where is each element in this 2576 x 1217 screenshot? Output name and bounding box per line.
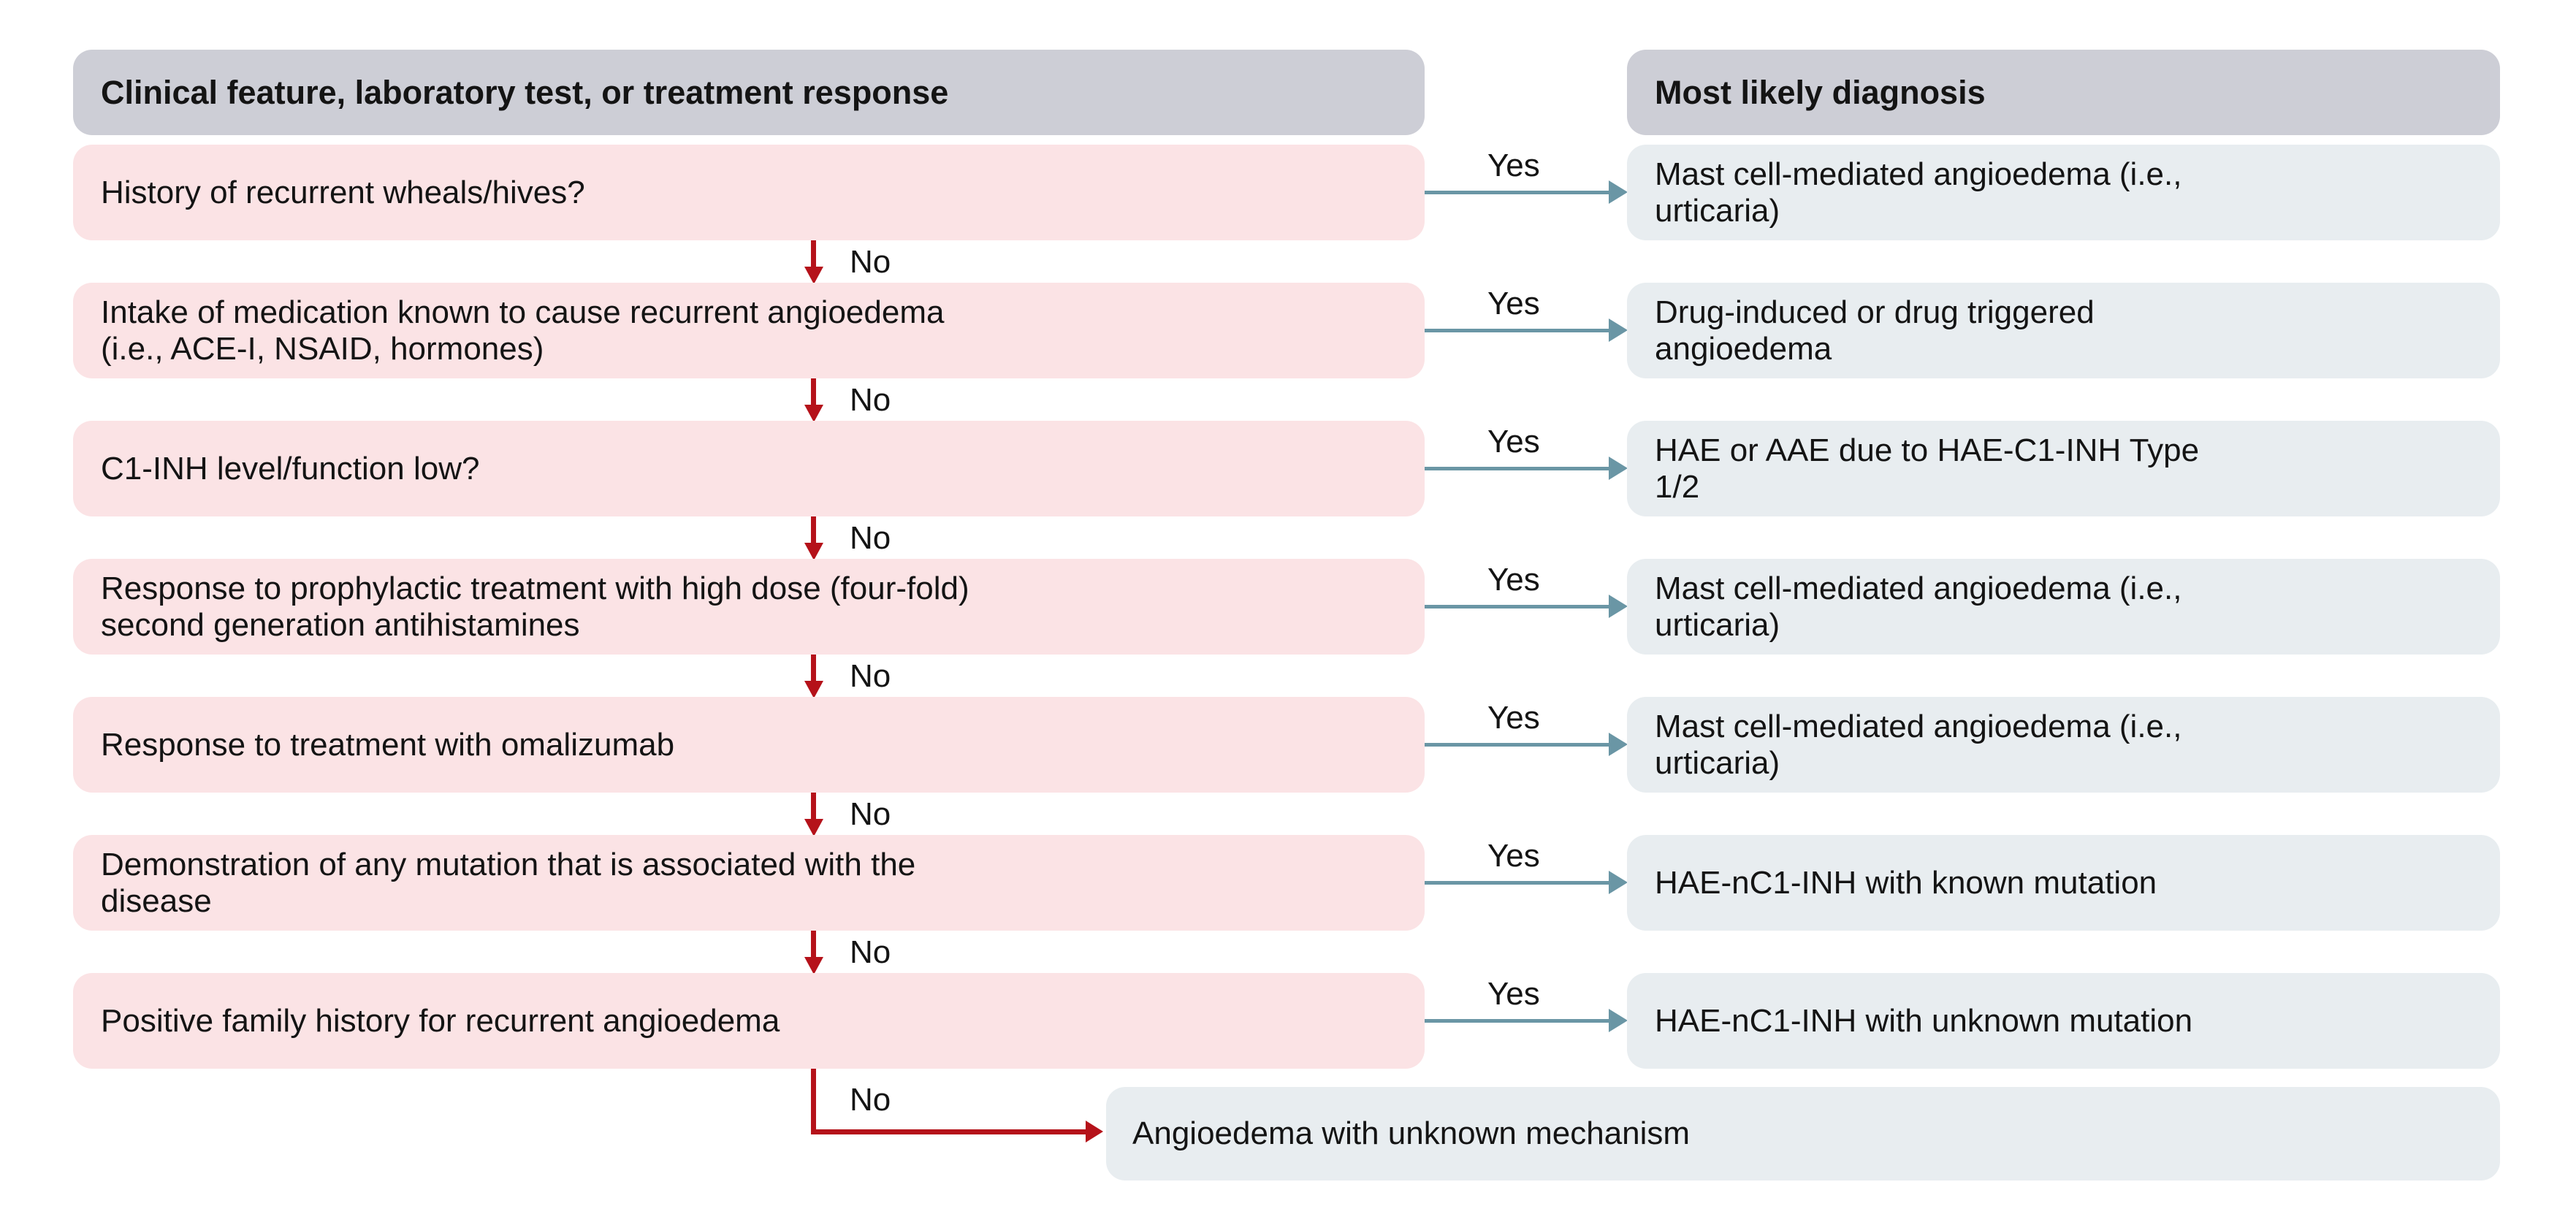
no-arrow-2 <box>811 378 816 405</box>
no-arrowhead-4 <box>804 681 823 698</box>
yes-arrowhead-4 <box>1609 595 1628 618</box>
yes-label-2: Yes <box>1487 286 1540 321</box>
yes-label-7: Yes <box>1487 976 1540 1012</box>
yes-arrowhead-2 <box>1609 318 1628 342</box>
feature-box-1: History of recurrent wheals/hives? <box>73 145 1425 240</box>
no-arrow-5 <box>811 793 816 819</box>
yes-label-5: Yes <box>1487 700 1540 736</box>
no-arrow-4 <box>811 655 816 681</box>
yes-arrowhead-6 <box>1609 871 1628 894</box>
diagnosis-box-5: Mast cell-mediated angioedema (i.e., urt… <box>1627 697 2500 793</box>
feature-box-6: Demonstration of any mutation that is as… <box>73 835 1425 931</box>
feature-box-7: Positive family history for recurrent an… <box>73 973 1425 1069</box>
no-label-4: No <box>850 658 891 694</box>
feature-box-5: Response to treatment with omalizumab <box>73 697 1425 793</box>
feature-box-2: Intake of medication known to cause recu… <box>73 283 1425 378</box>
feature-box-3: C1-INH level/function low? <box>73 421 1425 516</box>
column-header-diagnosis: Most likely diagnosis <box>1627 50 2500 135</box>
yes-label-3: Yes <box>1487 424 1540 459</box>
diagnosis-box-4: Mast cell-mediated angioedema (i.e., urt… <box>1627 559 2500 655</box>
no-arrowhead-6 <box>804 957 823 974</box>
yes-arrow-1 <box>1425 191 1609 194</box>
final-no-label: No <box>850 1082 891 1118</box>
final-diagnosis-box: Angioedema with unknown mechanism <box>1106 1087 2500 1180</box>
diagnosis-box-3: HAE or AAE due to HAE-C1-INH Type 1/2 <box>1627 421 2500 516</box>
yes-label-1: Yes <box>1487 148 1540 183</box>
no-arrowhead-3 <box>804 543 823 560</box>
no-label-6: No <box>850 934 891 970</box>
no-arrowhead-5 <box>804 819 823 836</box>
no-arrowhead-1 <box>804 267 823 284</box>
no-label-2: No <box>850 382 891 418</box>
yes-arrow-7 <box>1425 1019 1609 1023</box>
no-arrow-1 <box>811 240 816 267</box>
no-arrowhead-2 <box>804 405 823 422</box>
yes-arrowhead-3 <box>1609 457 1628 480</box>
feature-box-4: Response to prophylactic treatment with … <box>73 559 1425 655</box>
diagnosis-box-7: HAE-nC1-INH with unknown mutation <box>1627 973 2500 1069</box>
diagnosis-box-1: Mast cell-mediated angioedema (i.e., urt… <box>1627 145 2500 240</box>
yes-arrow-5 <box>1425 743 1609 747</box>
yes-arrowhead-7 <box>1609 1009 1628 1032</box>
yes-arrowhead-1 <box>1609 180 1628 204</box>
no-arrow-3 <box>811 516 816 543</box>
yes-arrow-6 <box>1425 881 1609 885</box>
yes-label-4: Yes <box>1487 562 1540 598</box>
yes-arrow-4 <box>1425 605 1609 608</box>
final-no-arrow-vertical <box>811 1069 816 1132</box>
yes-arrow-3 <box>1425 467 1609 470</box>
final-no-arrowhead <box>1086 1121 1103 1142</box>
no-label-5: No <box>850 796 891 832</box>
no-label-1: No <box>850 244 891 280</box>
yes-arrow-2 <box>1425 329 1609 332</box>
no-arrow-6 <box>811 931 816 957</box>
diagnosis-box-2: Drug-induced or drug triggered angioedem… <box>1627 283 2500 378</box>
yes-arrowhead-5 <box>1609 733 1628 756</box>
final-no-arrow-horizontal <box>811 1129 1086 1134</box>
column-header-clinical-feature: Clinical feature, laboratory test, or tr… <box>73 50 1425 135</box>
yes-label-6: Yes <box>1487 838 1540 874</box>
diagnosis-box-6: HAE-nC1-INH with known mutation <box>1627 835 2500 931</box>
no-label-3: No <box>850 520 891 556</box>
